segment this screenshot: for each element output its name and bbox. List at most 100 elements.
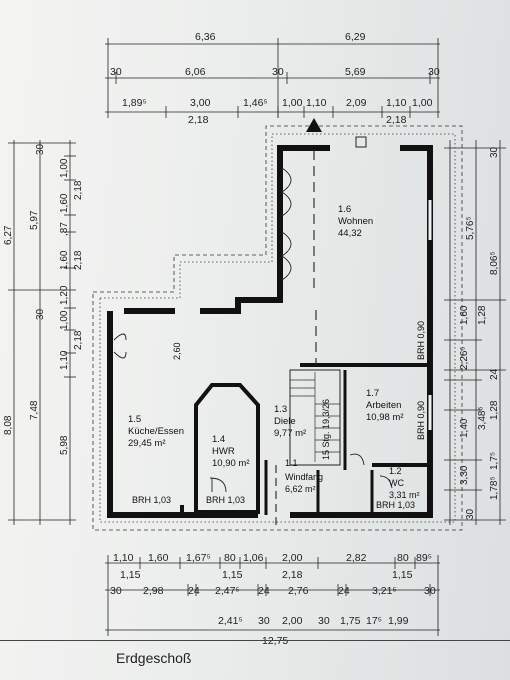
dim-right-mid-c: 3,48⁵ <box>477 406 488 430</box>
dim-left-i6: 1,00 <box>59 310 70 330</box>
dim-left-i7: 1,10 <box>59 350 70 370</box>
dim-right-i3: 1,40 <box>459 418 470 438</box>
dim-left-i0: 30 <box>35 143 46 155</box>
top-dimension-lines <box>105 38 440 118</box>
dim-bot1-a: 1,10 <box>113 552 134 564</box>
dim-left-i8: 30 <box>35 308 46 320</box>
dim-bot-total: 12,75 <box>262 635 288 647</box>
room-kueche: 1.5 Küche/Essen 29,45 m² <box>128 414 184 449</box>
room-name: Diele <box>274 416 296 427</box>
dim-left-b2: 2,18 <box>73 330 84 350</box>
dim-right-i1: 2,26⁵ <box>459 346 470 370</box>
dim-bot1-i: 89⁵ <box>416 552 432 564</box>
room-wc: 1.2 WC 3,31 m² <box>389 466 420 500</box>
room-hwr: 1.4 HWR 10,90 m² <box>212 434 250 469</box>
room-id: 1.2 <box>389 466 402 476</box>
footer-rule <box>0 640 510 641</box>
dim-left-outer-a: 6,27 <box>3 225 14 245</box>
room-name: Küche/Essen <box>128 426 184 437</box>
dim-left-i3: ,87 <box>59 222 70 236</box>
dim-right-i5: 3,30 <box>459 465 470 485</box>
dim-bot4-e: 1,75 <box>340 615 361 627</box>
room-windfang: 1.1 Windfang 6,62 m² <box>285 458 323 494</box>
brh-wohnen: BRH 0,90 <box>416 321 426 360</box>
dim-right-outer-b: 8,06⁵ <box>489 251 500 275</box>
dim-right-mid-a: 5,76⁵ <box>465 216 476 240</box>
right-dimension-lines <box>444 140 506 525</box>
dim-bot1-e: 1,06 <box>243 552 264 564</box>
dim-bot2-b: 1,15 <box>222 569 243 581</box>
room-id: 1.1 <box>285 458 298 468</box>
left-dimension-lines <box>8 140 76 525</box>
dim-bot1-d: 80 <box>224 552 236 564</box>
dim-bot2-a: 1,15 <box>120 569 141 581</box>
plan-title: Erdgeschoß <box>116 650 192 666</box>
dim-bot3-a: 30 <box>110 585 122 597</box>
dim-bot4-a: 2,41⁵ <box>218 615 243 627</box>
dim-right-i0: 1,60 <box>459 305 470 325</box>
dim-bot4-f: 17⁵ <box>366 615 382 627</box>
dim-top2-e: 30 <box>428 66 440 78</box>
dim-bot1-f: 2,00 <box>282 552 303 564</box>
entry-arrow <box>306 118 322 132</box>
dim-bot4-d: 30 <box>318 615 330 627</box>
dim-top2-b: 6,06 <box>185 66 206 78</box>
door-swings <box>113 167 393 493</box>
dim-bot4-b: 30 <box>258 615 270 627</box>
room-name: Arbeiten <box>366 400 401 411</box>
room-area: 10,98 m² <box>366 412 404 423</box>
dim-top3-b: 3,00 <box>190 97 211 109</box>
staircase <box>289 369 341 466</box>
brh-kitchen: BRH 1,03 <box>132 495 171 505</box>
room-area: 6,62 m² <box>285 484 316 494</box>
dim-left-b0: 2,18 <box>73 180 84 200</box>
dim-top2-c: 30 <box>272 66 284 78</box>
dim-top-left: 6,36 <box>195 31 216 43</box>
dim-top3b-a: 2,18 <box>188 114 209 126</box>
dim-left-i1: 1,00 <box>59 158 70 178</box>
room-id: 1.6 <box>338 204 351 215</box>
dim-left-i5: 1,20 <box>59 285 70 305</box>
dim-right-i6: 1,78⁵ <box>489 476 500 500</box>
dim-bot3-e: 24 <box>258 585 270 597</box>
dim-top-right: 6,29 <box>345 31 366 43</box>
room-name: Wohnen <box>338 216 373 227</box>
dim-top3-c: 1,46⁵ <box>243 97 268 109</box>
dim-bot3-g: 24 <box>338 585 350 597</box>
walls <box>107 145 433 518</box>
dim-right-mid-b: 1,28 <box>477 305 488 325</box>
room-area: 10,90 m² <box>212 458 250 469</box>
dim-top3-f: 2,09 <box>346 97 367 109</box>
room-name: WC <box>389 478 404 488</box>
roof-overhang-outline <box>92 125 463 531</box>
brh-hwr: BRH 1,03 <box>206 495 245 505</box>
brh-arbeiten: BRH 0,90 <box>416 401 426 440</box>
dim-left-mid-b: 7,48 <box>29 400 40 420</box>
dim-bot3-b: 2,98 <box>143 585 164 597</box>
dim-left-b1: 2,18 <box>73 250 84 270</box>
dim-bot3-f: 2,76 <box>288 585 309 597</box>
room-area: 29,45 m² <box>128 438 166 449</box>
bottom-dimension-lines <box>105 555 440 636</box>
dim-right-i8: 30 <box>465 508 476 520</box>
brh-wc: BRH 1,03 <box>376 500 415 510</box>
dim-top2-a: 30 <box>110 66 122 78</box>
dim-top2-d: 5,69 <box>345 66 366 78</box>
kitchen-width: 2,60 <box>172 342 182 360</box>
dim-bot1-g: 2,82 <box>346 552 367 564</box>
room-area: 44,32 <box>338 228 362 239</box>
room-wohnen: 1.6 Wohnen 44,32 <box>338 204 373 239</box>
dim-left-i2: 1,60 <box>59 193 70 213</box>
dim-top3-d: 1,00 <box>282 97 303 109</box>
room-diele: 1.3 Diele 9,77 m² <box>274 404 306 439</box>
room-name: Windfang <box>285 472 323 482</box>
dim-top3-g: 1,10 <box>386 97 407 109</box>
dim-bot1-h: 80 <box>397 552 409 564</box>
room-id: 1.7 <box>366 388 379 399</box>
room-id: 1.5 <box>128 414 141 425</box>
room-id: 1.4 <box>212 434 225 445</box>
dim-left-i4: 1,60 <box>59 250 70 270</box>
room-arbeiten: 1.7 Arbeiten 10,98 m² <box>366 388 404 423</box>
